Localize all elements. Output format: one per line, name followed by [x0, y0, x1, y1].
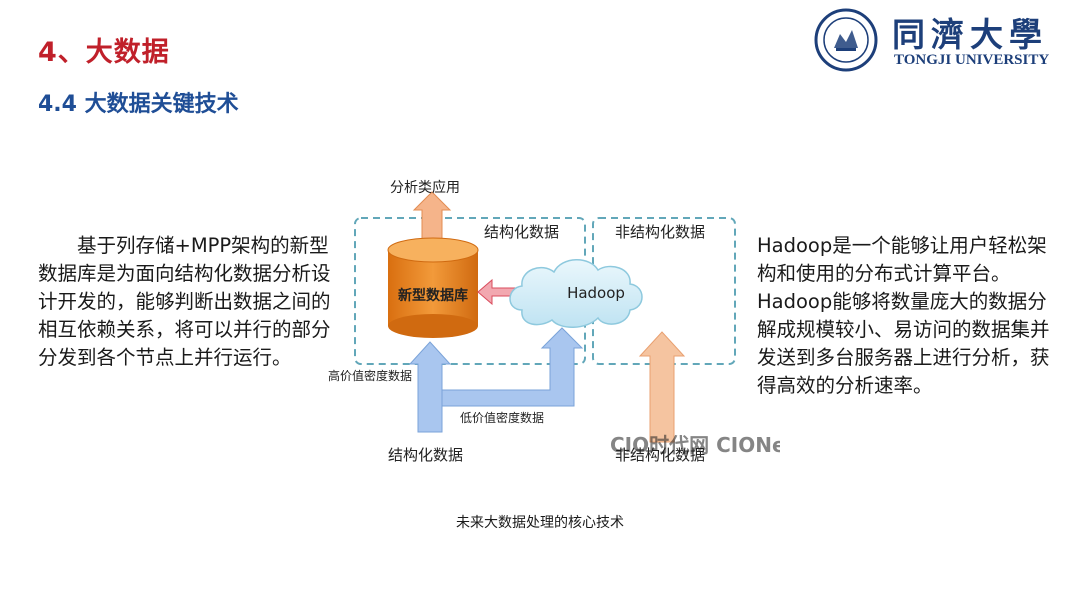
- university-name-en: TONGJI UNIVERSITY: [894, 52, 1050, 68]
- university-name-cn: 同濟大學: [892, 15, 1048, 54]
- unstructured-region-label: 非结构化数据: [615, 223, 705, 241]
- university-logo: [810, 6, 1072, 74]
- unstructured-input-arrow: [638, 331, 686, 443]
- structured-input-arrows: [408, 327, 584, 433]
- database-cylinder: [387, 237, 479, 338]
- right-paragraph: Hadoop是一个能够让用户轻松架构和使用的分布式计算平台。Hadoop能够将数…: [757, 234, 1050, 397]
- database-label: 新型数据库: [398, 287, 468, 304]
- top-label: 分析类应用: [390, 179, 460, 196]
- unstructured-region: [592, 217, 736, 365]
- university-seal-icon: [814, 8, 878, 72]
- section-title: 4、大数据: [38, 37, 170, 68]
- big-data-diagram: CIO时代网 CIONet 分析类应用 结构化数据 非结构化数据 新型数据库 H…: [310, 170, 796, 480]
- hadoop-label: Hadoop: [567, 284, 625, 302]
- output-arrow: [412, 191, 452, 245]
- structured-region-label: 结构化数据: [484, 223, 559, 241]
- high-value-label: 高价值密度数据: [328, 368, 412, 383]
- bottom-structured-label: 结构化数据: [388, 446, 463, 464]
- sub-title: 4.4 大数据关键技术: [38, 92, 239, 117]
- bottom-unstructured-label: 非结构化数据: [615, 446, 705, 464]
- figure-caption: 未来大数据处理的核心技术: [456, 515, 624, 531]
- watermark-text: CIO时代网 CIONet: [610, 433, 780, 457]
- hadoop-cloud: [509, 259, 643, 328]
- low-value-label: 低价值密度数据: [460, 410, 544, 425]
- left-paragraph: 基于列存储+MPP架构的新型数据库是为面向结构化数据分析设计开发的，能够判断出数…: [38, 234, 331, 369]
